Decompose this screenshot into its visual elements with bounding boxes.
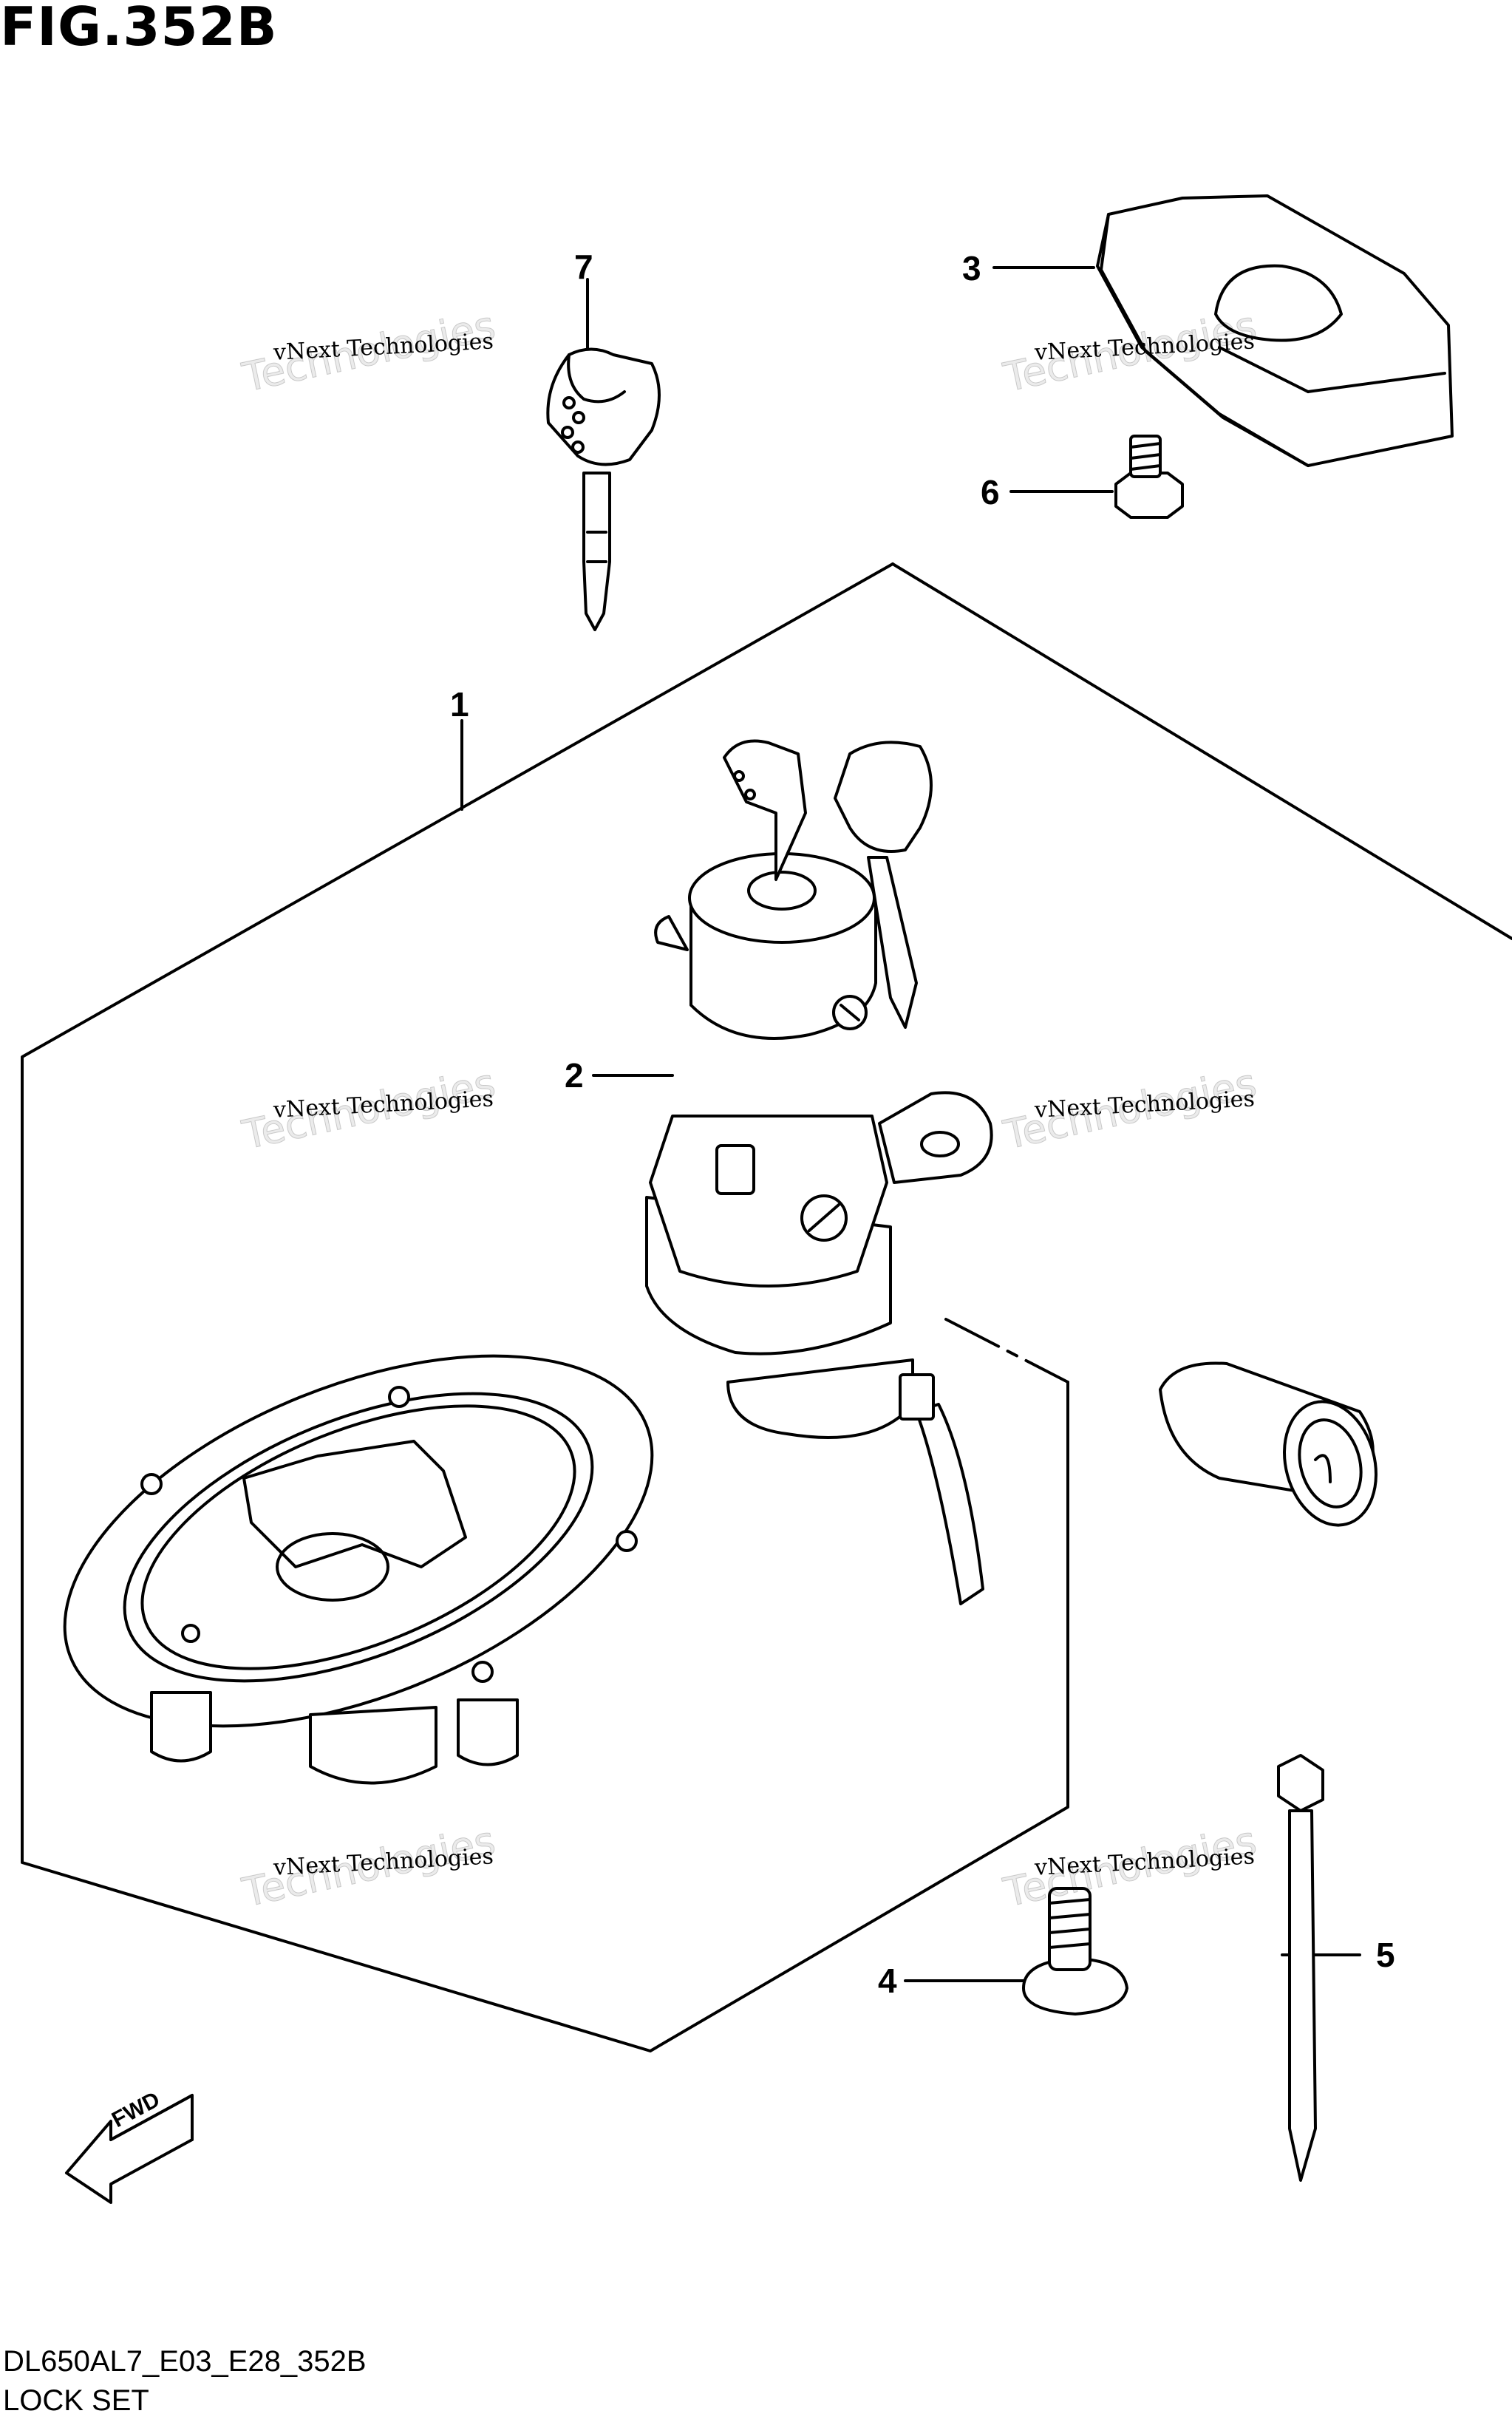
fuel-cap-ring [63, 1354, 654, 1785]
callout-3: 3 [962, 249, 981, 288]
cable-tie-part-5 [1277, 1754, 1324, 2182]
figure-code: DL650AL7_E03_E28_352B [3, 2345, 367, 2378]
seat-lock-cylinder [1159, 1361, 1378, 1527]
callout-4: 4 [878, 1962, 897, 2000]
callout-2: 2 [565, 1056, 584, 1095]
key-part-7 [546, 347, 661, 631]
bolt-part-6 [1114, 435, 1184, 519]
figure-name: LOCK SET [3, 2384, 149, 2417]
kit-boundary [891, 562, 1512, 940]
cover-part-3 [1096, 194, 1454, 467]
callout-1: 1 [450, 685, 469, 724]
figure-title: FIG.352B [0, 0, 278, 58]
callout-7: 7 [574, 248, 593, 286]
callout-6: 6 [981, 473, 1000, 511]
screw-part-4 [1022, 1887, 1128, 2016]
callout-5: 5 [1376, 1936, 1395, 1974]
fwd-arrow [65, 2094, 194, 2204]
ignition-switch-part-2 [645, 739, 993, 1605]
